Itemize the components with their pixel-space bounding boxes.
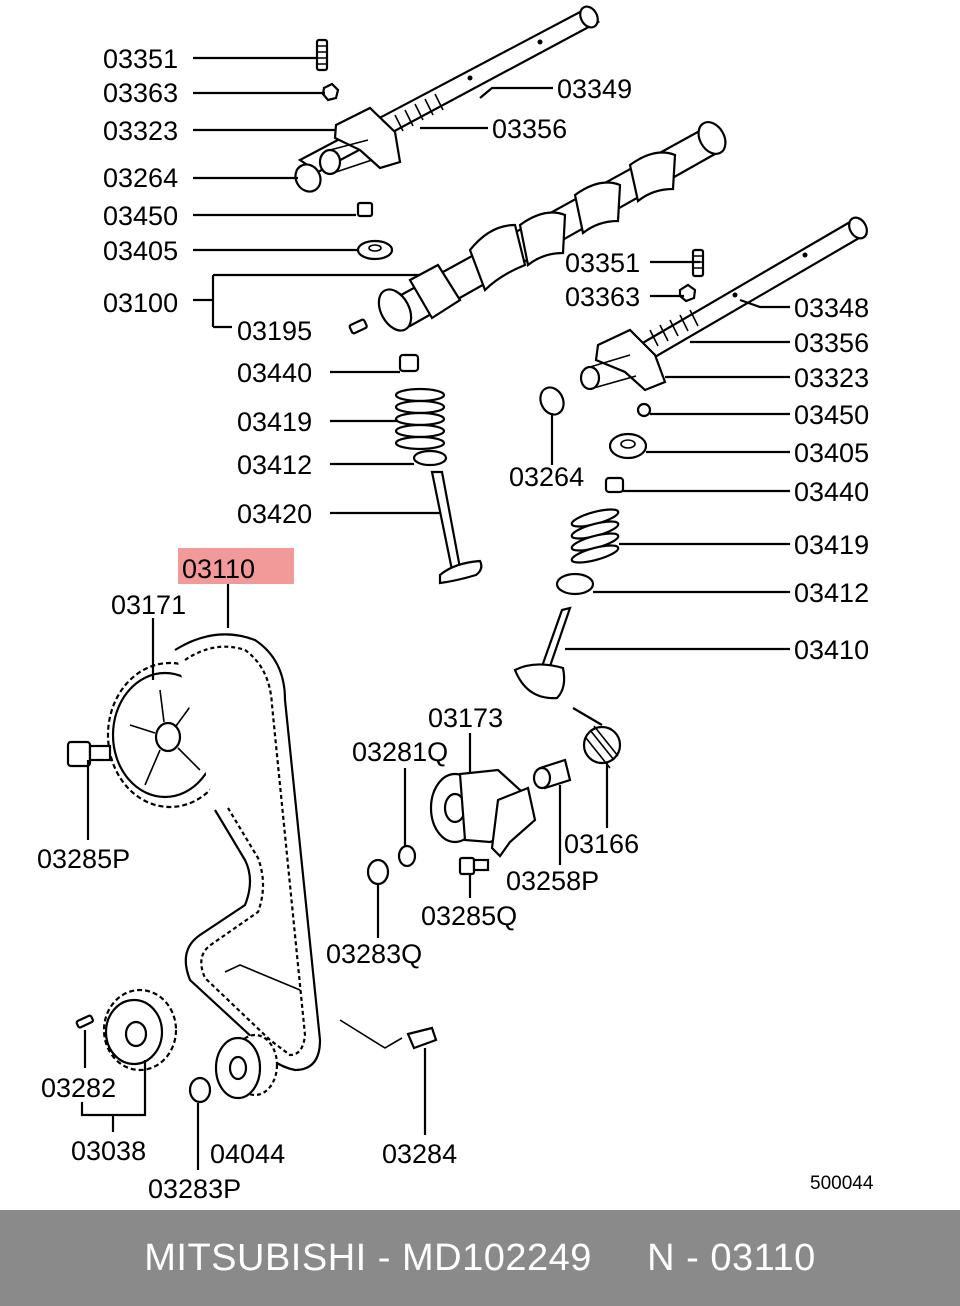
footer-bar: MITSUBISHI - MD102249 N - 03110 (0, 1210, 960, 1306)
label-03419-left: 03419 (237, 407, 312, 437)
label-03100: 03100 (103, 288, 178, 318)
leader-lines (80, 56, 790, 1170)
label-03349: 03349 (557, 74, 632, 104)
stud-03351-top (315, 38, 329, 72)
seat-03412-right (555, 572, 595, 596)
label-04044: 04044 (210, 1139, 285, 1169)
spring-03166 (582, 725, 622, 769)
exploded-parts-diagram: 03351 03363 03323 03264 03450 03405 0310… (37, 5, 874, 1204)
valve-03410 (513, 606, 572, 700)
label-03195: 03195 (237, 316, 312, 346)
part-03450-top (356, 201, 374, 218)
nut-03363-right (678, 283, 697, 303)
label-03420: 03420 (237, 499, 312, 529)
label-03356-top: 03356 (492, 114, 567, 144)
label-03283P: 03283P (148, 1174, 241, 1204)
label-03363-top: 03363 (103, 78, 178, 108)
nut-03283Q (366, 858, 390, 886)
spring-03419-right (570, 508, 620, 564)
spring-03419-left (394, 387, 446, 451)
label-03450-right: 03450 (794, 400, 869, 430)
camshaft (377, 121, 727, 332)
washer-03405-right (608, 432, 648, 460)
label-03450-top: 03450 (103, 201, 178, 231)
idler-04044 (214, 1033, 279, 1100)
label-03410: 03410 (794, 635, 869, 665)
label-03258P: 03258P (506, 866, 599, 896)
bolt-03285Q (458, 856, 490, 876)
nut-03363-top (321, 82, 340, 102)
part-number-caption: MITSUBISHI - MD102249 N - 03110 (144, 1236, 816, 1279)
oring-03264-top (294, 163, 322, 193)
highlight-03110 (178, 548, 294, 584)
washer-03405-top (356, 239, 394, 261)
label-03412-left: 03412 (237, 450, 312, 480)
tensioner-03173 (429, 768, 537, 858)
label-03412-right: 03412 (794, 578, 869, 608)
label-03440-right: 03440 (794, 477, 869, 507)
timing-belt-inner (184, 645, 307, 1057)
diagram-code: 500044 (810, 1173, 874, 1194)
nut-03283P (188, 1076, 212, 1104)
label-03285P: 03285P (37, 844, 130, 874)
label-03281Q: 03281Q (352, 737, 448, 767)
oring-03264-right (539, 386, 565, 416)
valve-03420 (430, 470, 483, 585)
label-03419-right: 03419 (794, 530, 869, 560)
label-03038: 03038 (71, 1136, 146, 1166)
label-03348: 03348 (794, 293, 869, 323)
label-03440-left: 03440 (237, 358, 312, 388)
collar-03258P (532, 758, 572, 790)
label-03166: 03166 (564, 829, 639, 859)
label-03351-top: 03351 (103, 44, 178, 74)
rocker-arm-right (579, 328, 667, 392)
part-03450-right (636, 402, 652, 418)
label-03405-right: 03405 (794, 438, 869, 468)
label-03264-right: 03264 (509, 462, 584, 492)
label-03264-top: 03264 (103, 163, 178, 193)
seat-03412-left (412, 449, 448, 467)
label-03285Q: 03285Q (421, 901, 517, 931)
label-03356-right: 03356 (794, 328, 869, 358)
pin-03195 (348, 318, 368, 335)
label-03171: 03171 (111, 590, 186, 620)
rocker-arm-upper (318, 106, 402, 176)
label-03323-top: 03323 (103, 116, 178, 146)
crankshaft-sprocket (102, 988, 178, 1072)
label-03282: 03282 (41, 1073, 116, 1103)
label-03110: 03110 (182, 554, 255, 584)
cap-03440-left (398, 353, 420, 373)
key-03284 (406, 1026, 438, 1050)
cap-03440-right (604, 476, 625, 494)
label-03173: 03173 (428, 703, 503, 733)
label-03405-top: 03405 (103, 236, 178, 266)
label-03283Q: 03283Q (326, 939, 422, 969)
label-03363-right: 03363 (565, 282, 640, 312)
label-03323-right: 03323 (794, 363, 869, 393)
label-03351-right: 03351 (565, 248, 640, 278)
washer-03281Q (397, 844, 417, 868)
bolt-03285P (66, 740, 112, 768)
key-03282 (75, 1014, 94, 1029)
label-03284: 03284 (382, 1139, 457, 1169)
